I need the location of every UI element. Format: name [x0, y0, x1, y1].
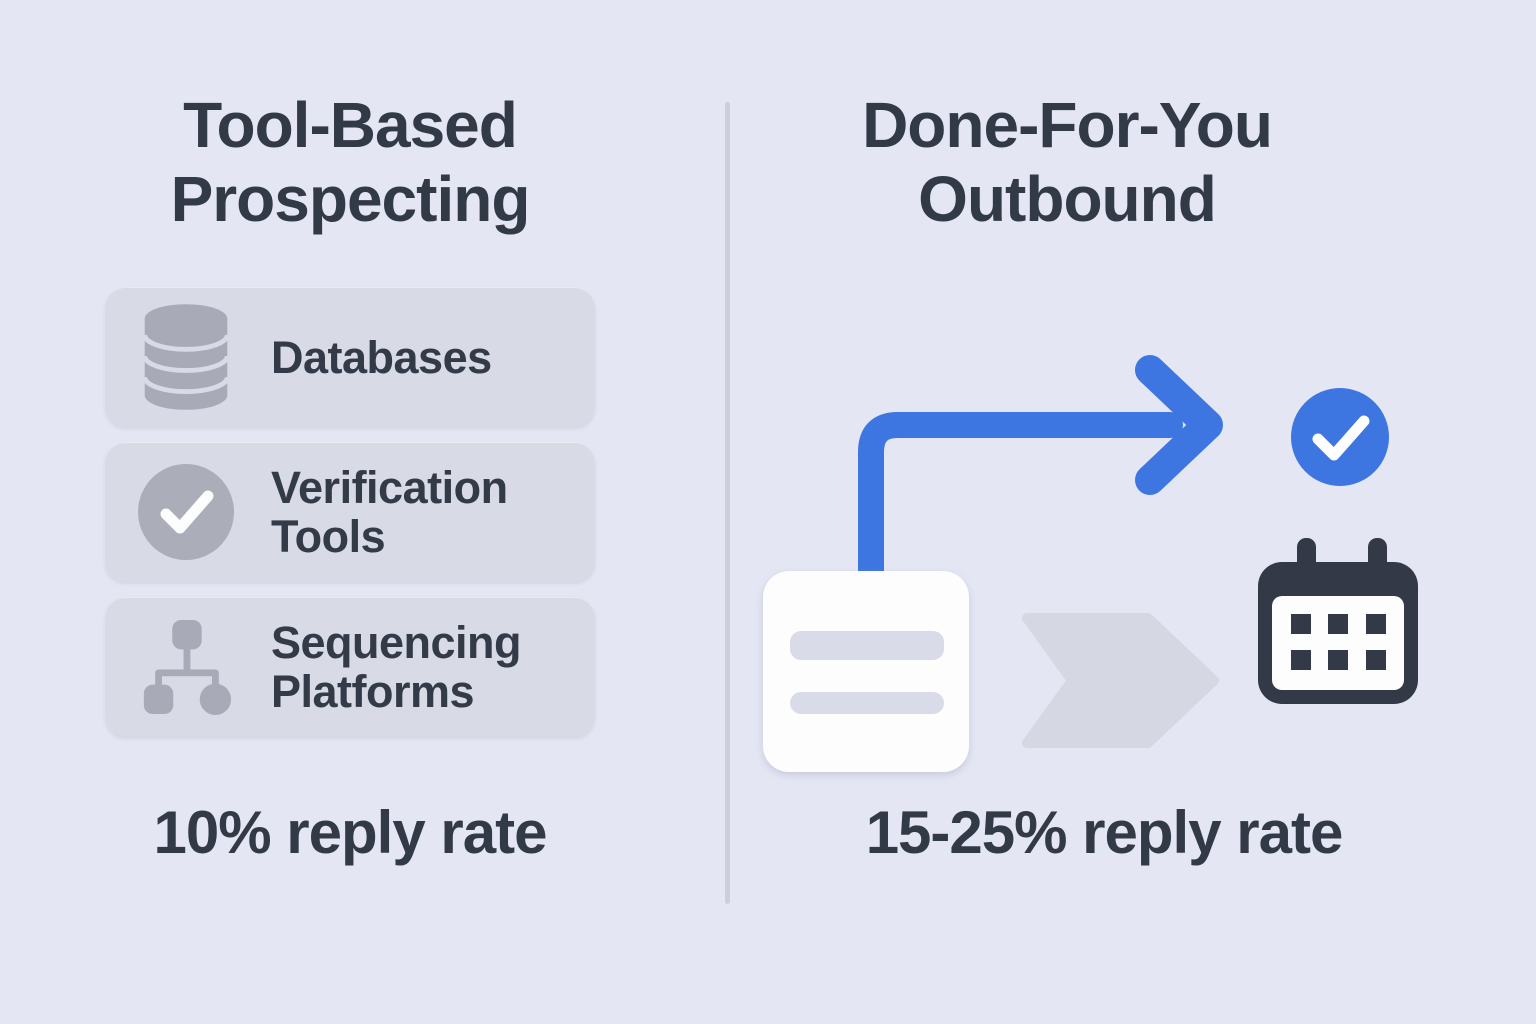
calendar-icon: [1258, 538, 1418, 704]
check-circle-icon: [131, 457, 241, 567]
left-panel-title: Tool-Based Prospecting: [60, 88, 640, 236]
tool-list: Databases Verification Tools Sequenc: [105, 287, 595, 737]
message-card-icon: [763, 571, 969, 772]
right-title-line2: Outbound: [918, 163, 1217, 235]
tool-card-label: Sequencing Platforms: [271, 617, 522, 717]
flowchart-icon: [131, 612, 241, 722]
check-circle-icon: [1291, 388, 1389, 486]
tool-card-label: Verification Tools: [271, 462, 508, 562]
tool-card-sequencing: Sequencing Platforms: [105, 597, 595, 737]
left-title-line2: Prospecting: [170, 163, 531, 235]
tool-card-verification: Verification Tools: [105, 442, 595, 582]
right-title-line1: Done-For-You: [862, 89, 1273, 161]
vertical-divider: [725, 102, 730, 904]
database-icon: [131, 302, 241, 412]
right-panel-title: Done-For-You Outbound: [767, 88, 1367, 236]
tool-card-label: Databases: [271, 331, 492, 383]
left-title-line1: Tool-Based: [183, 89, 518, 161]
left-reply-rate: 10% reply rate: [153, 799, 548, 866]
flow-arrow-icon: [858, 355, 1223, 593]
outbound-flow-graphic: [763, 355, 1418, 772]
tool-card-databases: Databases: [105, 287, 595, 427]
chevron-step-icon: [1022, 613, 1219, 748]
right-reply-rate: 15-25% reply rate: [865, 799, 1344, 866]
